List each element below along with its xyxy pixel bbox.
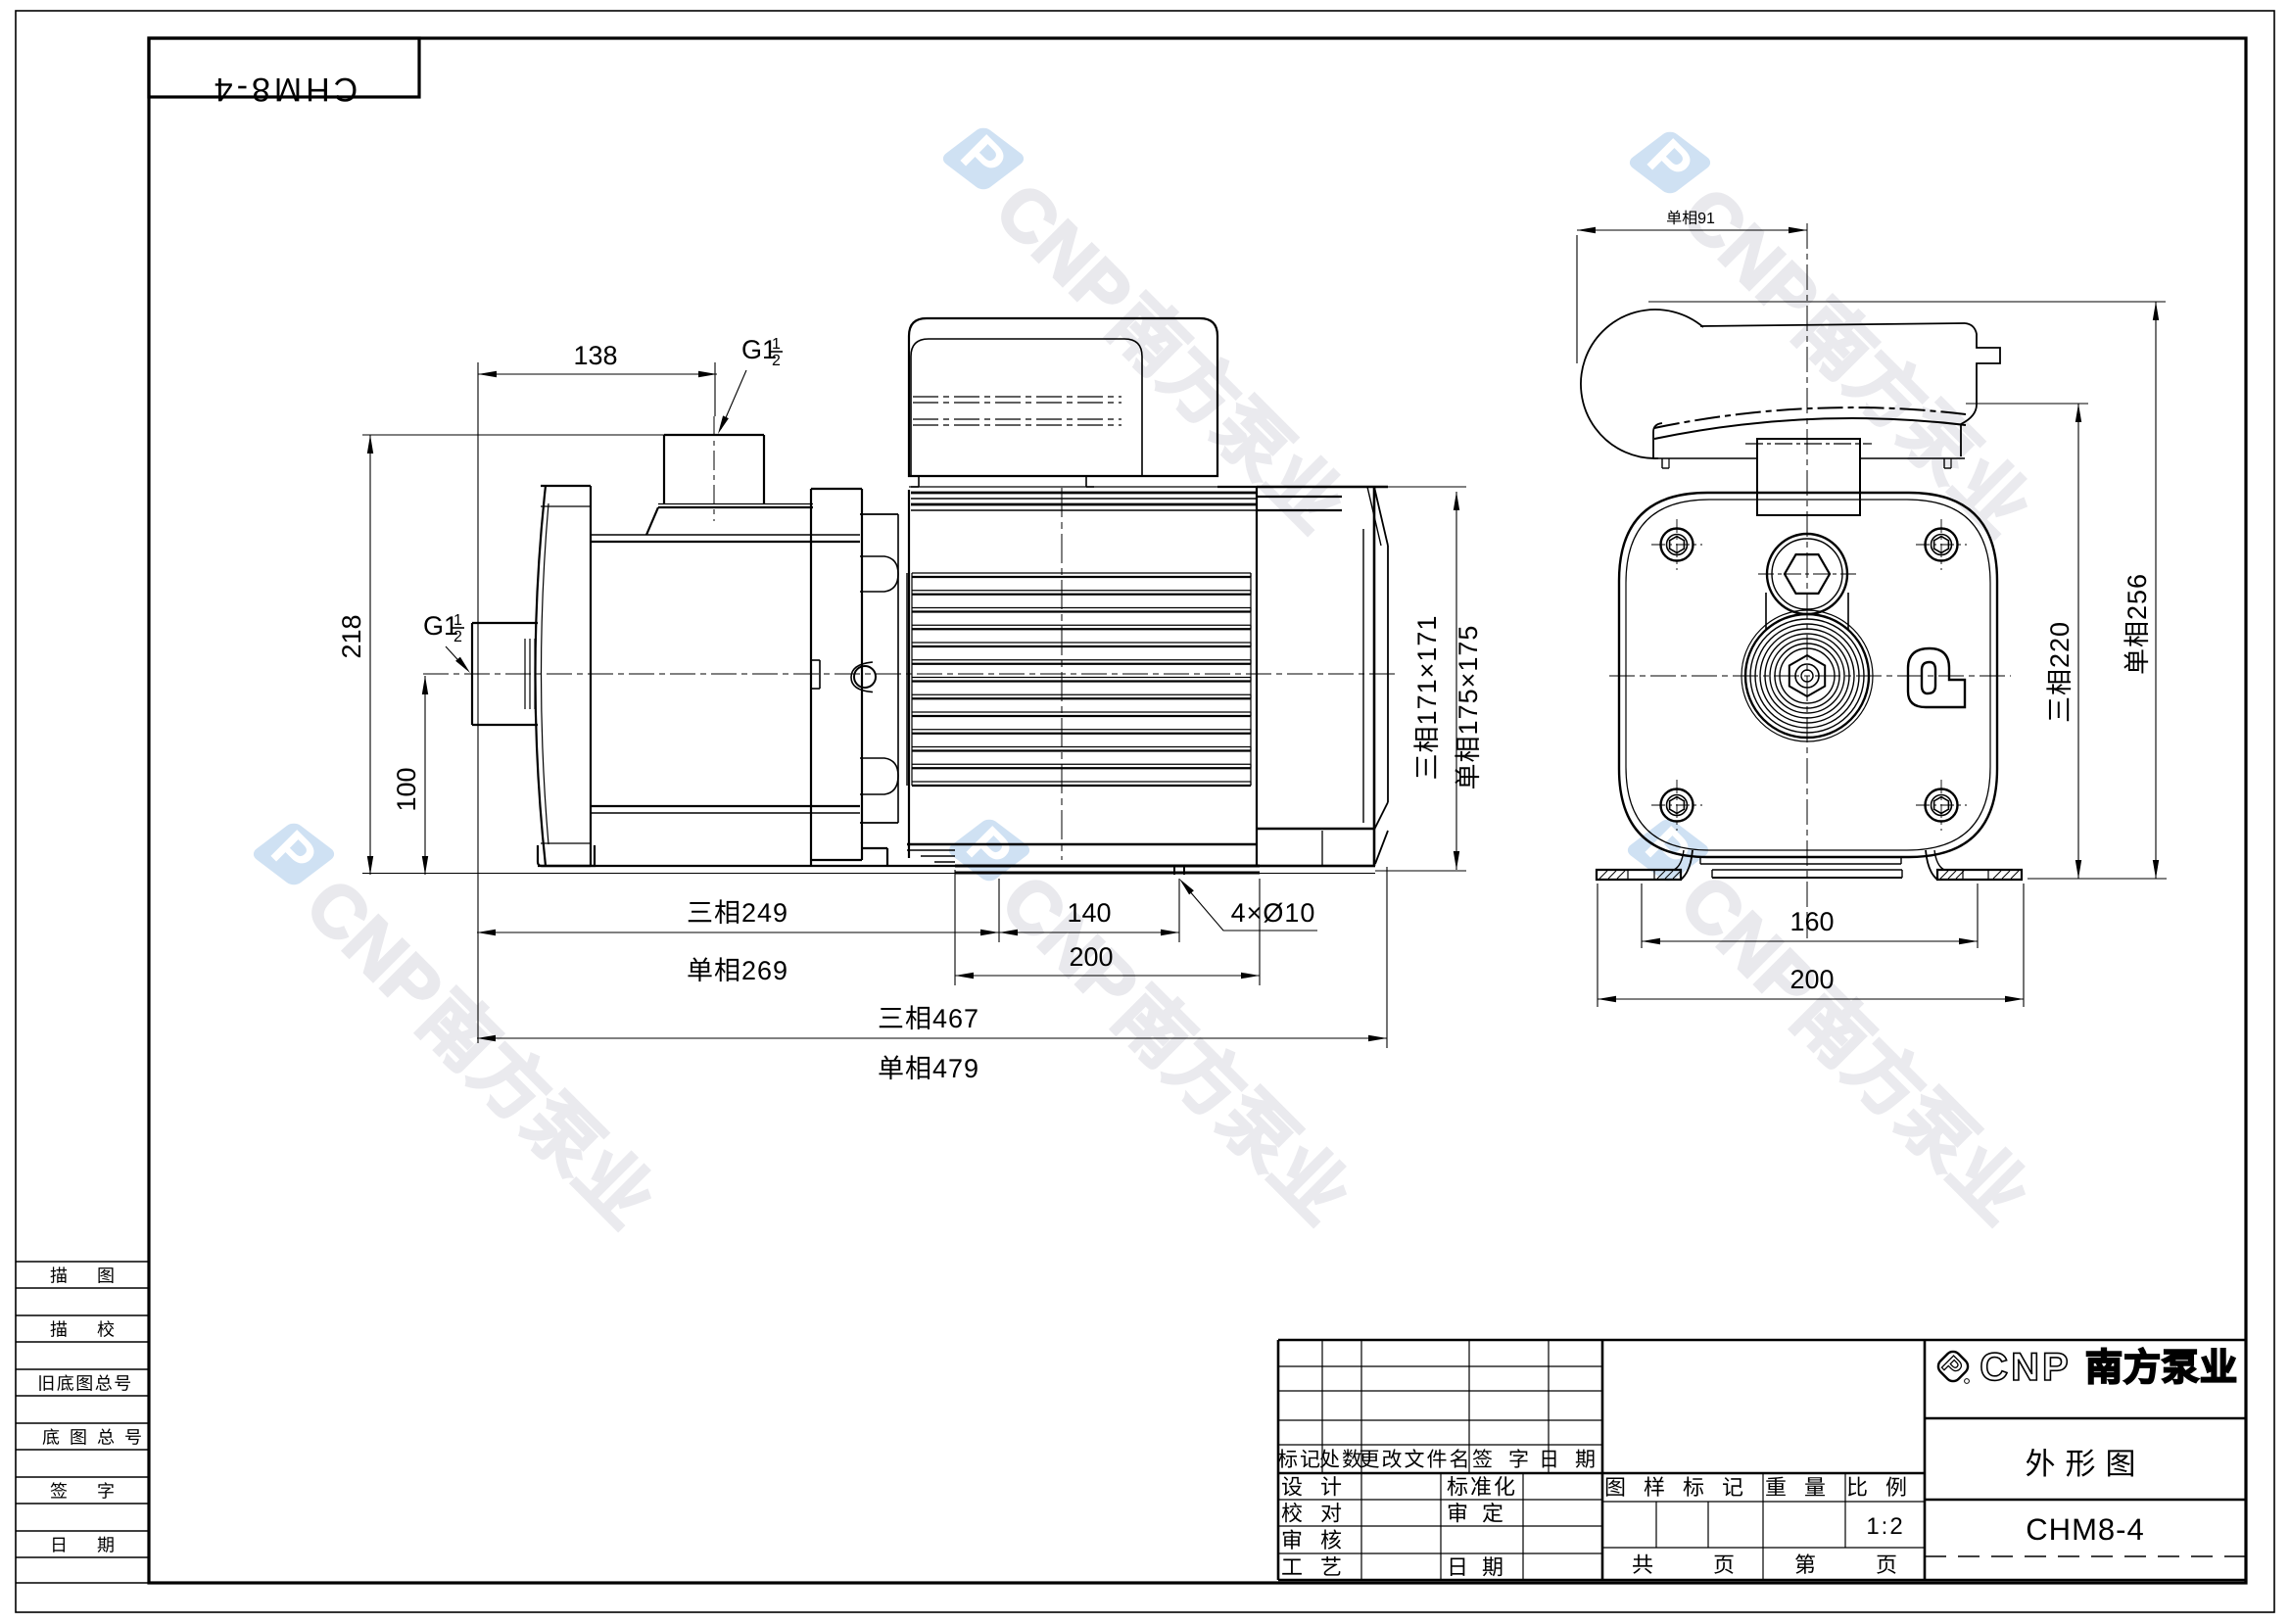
svg-text:CHM8-4: CHM8-4	[211, 71, 358, 108]
svg-text:P: P	[260, 819, 328, 887]
svg-text:签字: 签字	[50, 1482, 144, 1502]
svg-text:第: 第	[1794, 1552, 1816, 1577]
svg-text:CNP南方泵业: CNP南方泵业	[980, 167, 1360, 547]
svg-text:共: 共	[1632, 1552, 1653, 1577]
svg-text:P: P	[949, 123, 1018, 192]
svg-text:200: 200	[1069, 942, 1113, 972]
svg-text:200: 200	[1789, 965, 1834, 994]
svg-text:160: 160	[1789, 907, 1834, 936]
svg-text:图样标记: 图样标记	[1604, 1475, 1761, 1500]
svg-text:2: 2	[453, 629, 462, 645]
svg-text:签字: 签字	[1472, 1449, 1545, 1471]
svg-text:南方泵业: 南方泵业	[2085, 1348, 2238, 1389]
svg-text:工艺: 工艺	[1281, 1555, 1360, 1580]
svg-text:CHM8-4: CHM8-4	[2026, 1512, 2144, 1547]
svg-text:单相479: 单相479	[878, 1054, 979, 1083]
svg-text:1: 1	[772, 336, 781, 353]
svg-text:日期: 日期	[1539, 1449, 1611, 1471]
svg-text:底图总号: 底图总号	[42, 1428, 152, 1448]
svg-text:三相249: 三相249	[687, 898, 788, 928]
svg-text:单相175×175: 单相175×175	[1454, 625, 1483, 790]
svg-text:单相91: 单相91	[1666, 210, 1715, 227]
svg-text:CNP南方泵业: CNP南方泵业	[1665, 859, 2044, 1238]
svg-text:1: 1	[453, 612, 462, 629]
svg-text:三相220: 三相220	[2045, 621, 2075, 723]
svg-text:138: 138	[573, 341, 617, 370]
svg-text:P: P	[1636, 127, 1704, 196]
svg-text:重量: 重量	[1765, 1475, 1843, 1500]
svg-text:校对: 校对	[1281, 1502, 1360, 1526]
svg-text:日期: 日期	[1447, 1555, 1517, 1580]
svg-text:页: 页	[1713, 1552, 1735, 1577]
svg-text:外形图: 外形图	[2026, 1447, 2146, 1481]
svg-text:描校: 描校	[50, 1320, 144, 1340]
svg-text:CNP南方泵业: CNP南方泵业	[291, 863, 670, 1242]
svg-text:G1: G1	[423, 611, 458, 641]
svg-text:2: 2	[772, 353, 781, 369]
svg-text:设计: 设计	[1281, 1475, 1360, 1500]
svg-text:1:2: 1:2	[1866, 1513, 1904, 1540]
svg-text:CNP: CNP	[1980, 1346, 2071, 1389]
svg-text:三相171×171: 三相171×171	[1412, 615, 1442, 781]
svg-text:比例: 比例	[1846, 1475, 1925, 1500]
svg-text:审定: 审定	[1447, 1502, 1517, 1526]
svg-text:100: 100	[392, 767, 421, 811]
svg-text:描图: 描图	[50, 1266, 144, 1286]
svg-text:旧底图总号: 旧底图总号	[37, 1374, 133, 1394]
svg-text:单相269: 单相269	[687, 956, 788, 985]
svg-text:标记: 标记	[1277, 1449, 1322, 1471]
svg-text:4×Ø10: 4×Ø10	[1231, 898, 1316, 928]
svg-text:G1: G1	[741, 335, 777, 364]
svg-text:页: 页	[1876, 1552, 1897, 1577]
svg-text:218: 218	[337, 614, 366, 658]
svg-text:P: P	[1936, 1351, 1968, 1382]
svg-text:更改文件名: 更改文件名	[1360, 1449, 1472, 1471]
svg-text:日期: 日期	[50, 1536, 144, 1555]
svg-text:审核: 审核	[1281, 1528, 1360, 1552]
svg-text:处数: 处数	[1319, 1449, 1364, 1471]
svg-text:三相467: 三相467	[878, 1004, 979, 1033]
svg-text:140: 140	[1067, 898, 1111, 928]
svg-text:标准化: 标准化	[1447, 1475, 1517, 1500]
svg-text:单相256: 单相256	[2123, 573, 2152, 675]
